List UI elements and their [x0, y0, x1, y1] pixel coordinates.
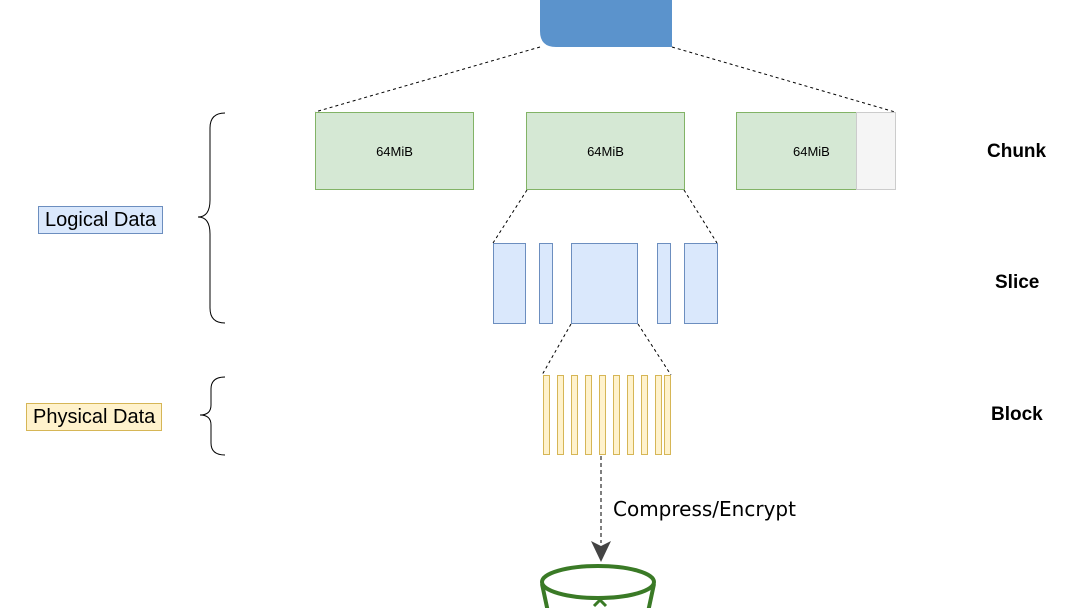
slice-level-label: Slice: [995, 272, 1040, 293]
block-box: [585, 375, 592, 455]
slice-box: [657, 243, 671, 324]
connector-slice-left: [541, 323, 572, 376]
chunk-size: 64MiB: [587, 143, 624, 159]
slice-box: [539, 243, 553, 324]
block-box: [664, 375, 671, 455]
block-box: [543, 375, 550, 455]
connector-file-right: [671, 46, 896, 113]
block-box: [627, 375, 634, 455]
physical-data-label: Physical Data: [26, 403, 163, 431]
slice-box: [493, 243, 526, 324]
block-box: [641, 375, 648, 455]
chunk-box: 64MiB: [526, 112, 685, 190]
chunk-unused-space: [856, 112, 896, 190]
block-level-label: Block: [991, 404, 1043, 425]
chunk-level-label: Chunk: [987, 141, 1047, 162]
chunk-size: 64MiB: [793, 143, 830, 159]
arrow-head: [591, 541, 611, 562]
connector-chunk-right: [683, 189, 718, 244]
slice-box: [571, 243, 638, 324]
connector-chunk-left: [492, 189, 528, 244]
block-box: [655, 375, 662, 455]
compress-encrypt-label: Compress/Encrypt: [613, 497, 796, 521]
chunk-box: 64MiB: [315, 112, 474, 190]
file-icon: [540, 0, 672, 47]
block-box: [571, 375, 578, 455]
block-box: [557, 375, 564, 455]
block-box: [613, 375, 620, 455]
connector-slice-right: [637, 323, 672, 376]
connector-file-left: [314, 46, 541, 113]
left-brace-icon: [197, 112, 226, 324]
bucket-icon: [540, 564, 656, 608]
block-box: [599, 375, 606, 455]
slice-box: [684, 243, 718, 324]
left-brace-icon: [199, 376, 226, 456]
chunk-size: 64MiB: [376, 143, 413, 159]
logical-data-label: Logical Data: [38, 206, 164, 234]
